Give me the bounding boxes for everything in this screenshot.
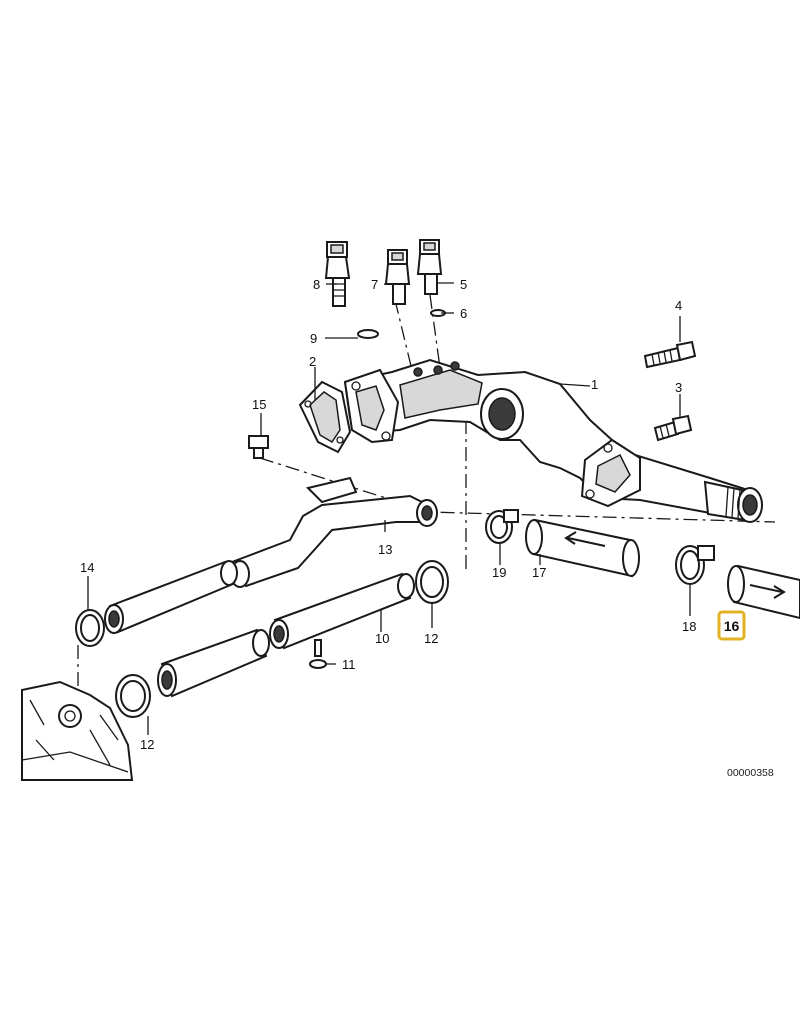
- diagram-code: 00000358: [727, 767, 774, 779]
- ring-14: [75, 609, 105, 647]
- callout-17: 17: [532, 565, 546, 580]
- callout-16-highlight[interactable]: 16: [717, 610, 746, 641]
- ring-12-left: [115, 674, 151, 718]
- callout-11: 11: [342, 657, 356, 672]
- callout-16: 16: [724, 618, 740, 634]
- leader-lines: [87, 282, 691, 735]
- hose-lower: [157, 628, 270, 698]
- callout-8: 8: [313, 277, 320, 292]
- highlight-box[interactable]: [717, 610, 746, 641]
- callout-7: 7: [371, 277, 378, 292]
- water-pump-housing: [21, 680, 134, 781]
- callout-2: 2: [309, 354, 316, 369]
- callout-5: 5: [460, 277, 467, 292]
- bolt-4: [643, 340, 697, 369]
- hose-upper: [104, 560, 238, 634]
- ring-12-right: [415, 560, 449, 604]
- hose-clamp-18: [675, 545, 715, 585]
- callout-18: 18: [682, 619, 696, 634]
- callouts: 8 7 5 6 9 2 1 4 3 15 13 14 19 17 10 12 1…: [80, 277, 696, 752]
- temperature-sensor-5: [416, 239, 443, 295]
- callout-9: 9: [310, 331, 317, 346]
- assembly-lines: [77, 294, 776, 700]
- bolt-3: [653, 414, 693, 442]
- temperature-sensor-8: [324, 241, 351, 307]
- callout-4: 4: [675, 298, 682, 313]
- callout-12-left: 12: [140, 737, 154, 752]
- temperature-sensor-7: [384, 249, 411, 305]
- callout-15: 15: [252, 397, 266, 412]
- sealing-ring-9: [357, 329, 379, 339]
- callout-1: 1: [591, 377, 598, 392]
- coolant-manifold: [343, 358, 763, 523]
- hose-17: [525, 518, 640, 578]
- callout-13: 13: [378, 542, 392, 557]
- hose-10: [269, 572, 415, 650]
- coolant-pipe-13: [230, 476, 438, 588]
- gasket-2: [298, 380, 352, 454]
- callout-6: 6: [460, 306, 467, 321]
- hose-16: [727, 564, 800, 620]
- hose-clamp-19: [485, 509, 519, 544]
- callout-3: 3: [675, 380, 682, 395]
- callout-10: 10: [375, 631, 389, 646]
- screw-11: [309, 639, 327, 669]
- callout-12-right: 12: [424, 631, 438, 646]
- bolt-15: [248, 435, 269, 459]
- callout-19: 19: [492, 565, 506, 580]
- callout-14: 14: [80, 560, 94, 575]
